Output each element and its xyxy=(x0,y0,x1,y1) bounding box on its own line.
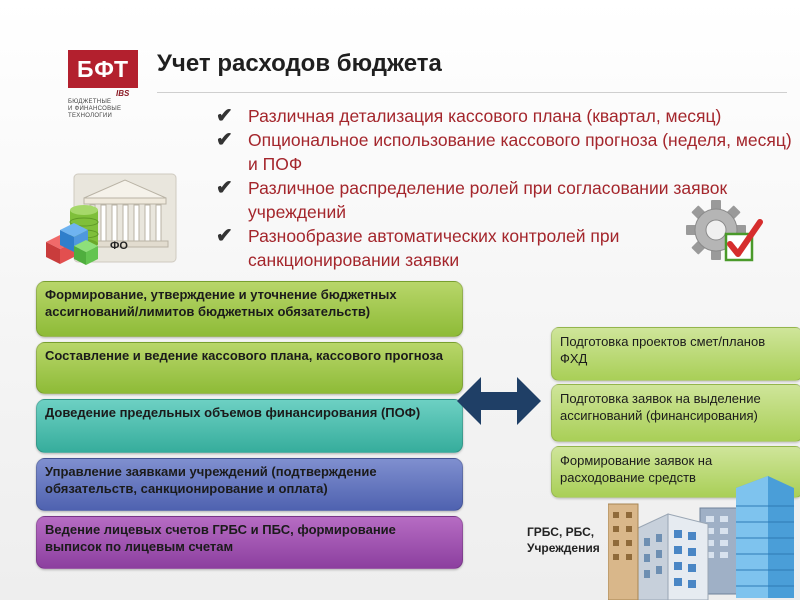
grbs-label-line: Учреждения xyxy=(527,541,600,555)
check-icon: ✔ xyxy=(216,177,233,199)
bullet-text: Разнообразие автоматических контролей пр… xyxy=(248,226,620,270)
logo-tagline-line: И ФИНАНСОВЫЕ xyxy=(68,106,122,112)
bullet-list: ✔ Различная детализация кассового плана … xyxy=(216,104,800,272)
process-bar-request-management: Управление заявками учреждений (подтверж… xyxy=(36,458,463,511)
check-icon: ✔ xyxy=(216,225,233,247)
check-icon: ✔ xyxy=(216,129,233,151)
bullet-item: ✔ Различное распределение ролей при согл… xyxy=(216,176,800,224)
bullet-item: ✔ Опциональное использование кассового п… xyxy=(216,128,800,176)
gear-checkmark-icon xyxy=(686,200,763,262)
process-box-allocation-requests: Подготовка заявок на выделение ассигнова… xyxy=(551,384,800,442)
check-icon: ✔ xyxy=(216,105,233,127)
process-box-estimates: Подготовка проектов смет/планов ФХД xyxy=(551,327,800,381)
double-arrow-icon xyxy=(457,377,541,425)
process-bar-financing-limits: Доведение предельных объемов финансирова… xyxy=(36,399,463,453)
bullet-item: ✔ Различная детализация кассового плана … xyxy=(216,104,800,128)
process-bar-cash-plan: Составление и ведение кассового плана, к… xyxy=(36,342,463,394)
logo-tagline-line: ТЕХНОЛОГИИ xyxy=(68,113,113,119)
bullet-item: ✔ Разнообразие автоматических контролей … xyxy=(216,224,800,272)
bullet-text: Различное распределение ролей при соглас… xyxy=(248,178,728,222)
process-bar-personal-accounts: Ведение лицевых счетов ГРБС и ПБС, форми… xyxy=(36,516,463,569)
logo-tagline: БЮДЖЕТНЫЕ И ФИНАНСОВЫЕ ТЕХНОЛОГИИ xyxy=(68,99,140,120)
grbs-label: ГРБС, РБС, Учреждения xyxy=(527,524,600,556)
logo-brand: БФТ xyxy=(68,50,138,88)
grbs-label-line: ГРБС, РБС, xyxy=(527,525,595,539)
fo-label: ФО xyxy=(110,240,128,252)
logo-sub-brand: IBS xyxy=(116,89,130,98)
title-divider xyxy=(157,92,787,93)
bullet-text: Опциональное использование кассового про… xyxy=(248,130,792,174)
process-bar-budget-allocations: Формирование, утверждение и уточнение бю… xyxy=(36,281,463,337)
logo-tagline-line: БЮДЖЕТНЫЕ xyxy=(68,99,112,105)
government-building-icon xyxy=(46,173,177,265)
slide-title: Учет расходов бюджета xyxy=(157,50,442,77)
bft-logo: БФТ IBS БЮДЖЕТНЫЕ И ФИНАНСОВЫЕ ТЕХНОЛОГИ… xyxy=(68,50,140,120)
bullet-text: Различная детализация кассового плана (к… xyxy=(248,106,722,126)
office-buildings-icon xyxy=(608,476,794,600)
